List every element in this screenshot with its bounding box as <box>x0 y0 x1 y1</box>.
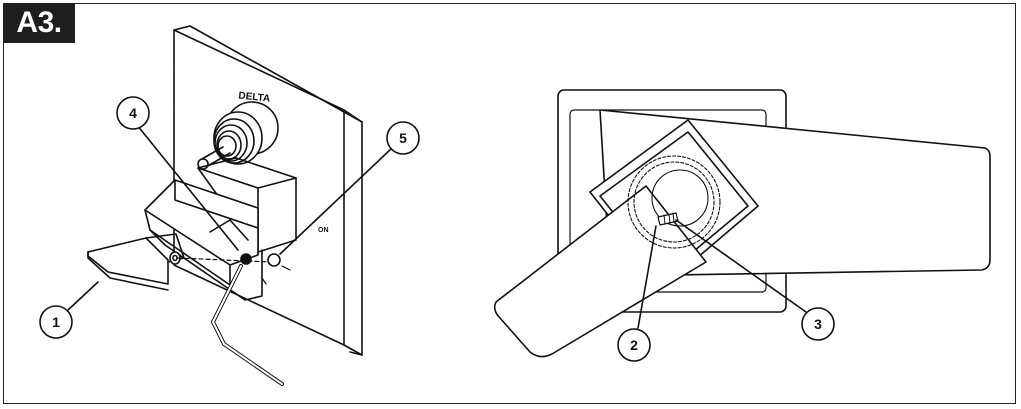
svg-text:3: 3 <box>814 316 822 332</box>
handle-escutcheon <box>144 157 297 301</box>
brand-label: DELTA <box>238 90 271 104</box>
on-label: ON <box>318 227 329 234</box>
callout-3: 3 <box>801 307 835 341</box>
leader-5 <box>279 147 393 255</box>
callout-1: 1 <box>39 305 73 339</box>
leader-4 <box>136 124 239 251</box>
step-badge: A3. <box>3 3 75 43</box>
figure-frame <box>3 3 1016 404</box>
callout-4: 4 <box>116 96 150 130</box>
svg-text:5: 5 <box>399 130 407 146</box>
leader-1 <box>67 281 99 311</box>
set-screw <box>240 253 252 265</box>
svg-text:1: 1 <box>52 314 60 330</box>
screw-hole <box>267 253 281 267</box>
callout-5: 5 <box>386 121 420 155</box>
svg-text:2: 2 <box>630 337 638 353</box>
valve-cartridge <box>197 101 279 170</box>
leader-3 <box>675 219 807 313</box>
callout-2: 2 <box>617 328 651 362</box>
alignment-line <box>177 257 271 263</box>
svg-text:4: 4 <box>129 105 137 121</box>
handle-top-view <box>493 109 991 358</box>
leader-2 <box>637 225 657 329</box>
allen-wrench <box>211 264 284 386</box>
handle-lever <box>87 233 185 291</box>
